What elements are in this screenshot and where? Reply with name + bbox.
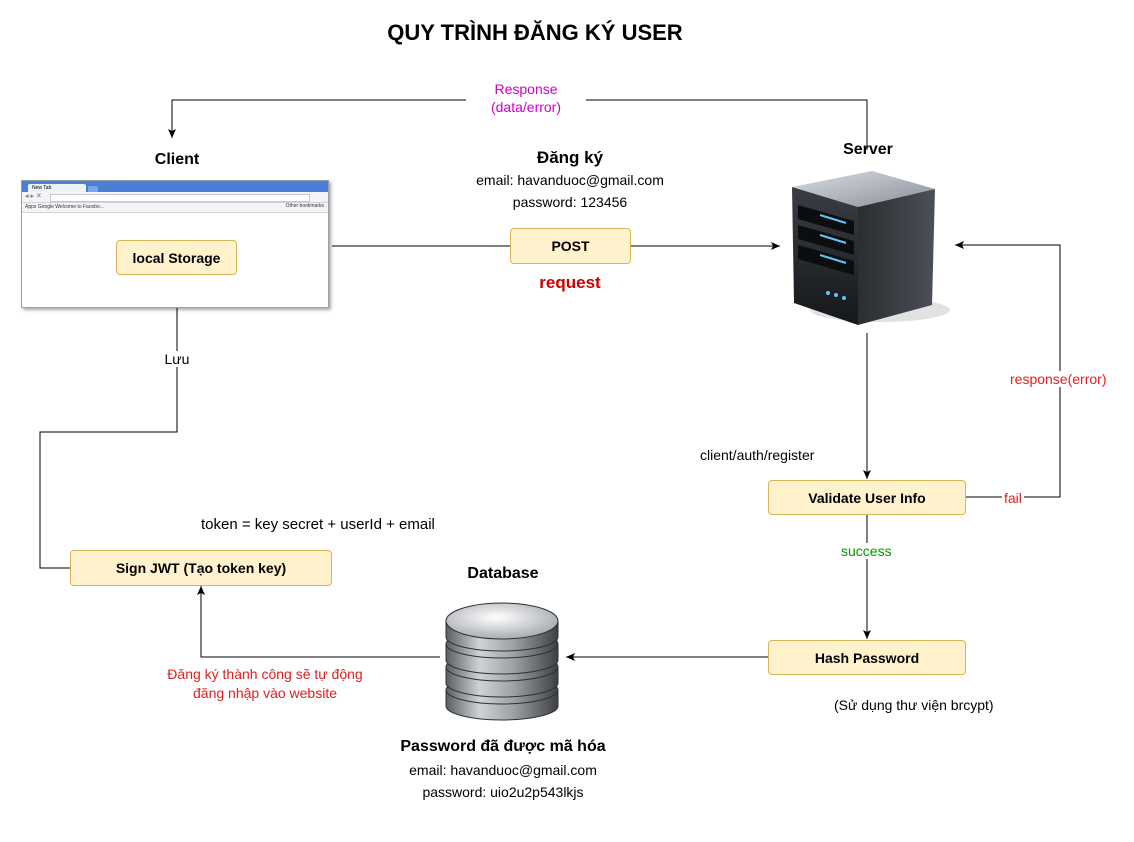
response-error-label: response(error): [1008, 371, 1109, 387]
register-heading: Đăng ký: [536, 148, 604, 167]
register-email: email: havanduoc@gmail.com: [476, 172, 664, 188]
save-label: Lưu: [160, 351, 194, 367]
token-formula: token = key secret + userId + email: [201, 516, 435, 533]
local-storage-box: local Storage: [116, 240, 237, 275]
jwt-to-storage-arrow: [39, 276, 181, 569]
browser-tabbar: New Tab: [22, 181, 328, 192]
database-icon: [445, 602, 559, 721]
page-title: QUY TRÌNH ĐĂNG KÝ USER: [387, 20, 683, 45]
auto-login-line1: Đăng ký thành công sẽ tự động: [167, 666, 363, 682]
browser-tab: New Tab: [28, 184, 86, 192]
auto-login-line2: đăng nhập vào website: [193, 685, 337, 701]
success-label: success: [839, 543, 894, 559]
route-label: client/auth/register: [700, 447, 815, 463]
browser-urlbar: [50, 194, 310, 202]
database-to-jwt-arrow: [197, 586, 440, 658]
hash-box: Hash Password: [768, 640, 966, 675]
database-label: Database: [467, 565, 539, 582]
fail-label: fail: [1002, 490, 1024, 506]
database-stored-heading: Password đã được mã hóa: [400, 738, 606, 755]
client-label: Client: [154, 151, 200, 168]
browser-nav-icons: ◂ ▸ ✕: [25, 193, 42, 200]
server-label: Server: [843, 141, 893, 158]
request-label: request: [539, 273, 601, 292]
database-password: password: uio2u2p543lkjs: [422, 784, 584, 800]
browser-other-bookmarks: Other bookmarks: [285, 203, 324, 209]
register-password: password: 123456: [512, 194, 628, 210]
browser-new-tab: [88, 186, 98, 192]
browser-bookmarks: Apps Google Welcome to Facebo...: [22, 203, 328, 213]
response-label: Response (data/error): [466, 80, 586, 116]
browser-toolbar: ◂ ▸ ✕: [22, 192, 328, 203]
post-box: POST: [510, 228, 631, 264]
auto-login-note: Đăng ký thành công sẽ tự động đăng nhập …: [140, 665, 390, 703]
server-icon: [792, 171, 950, 325]
database-email: email: havanduoc@gmail.com: [409, 762, 597, 778]
response-line2: (data/error): [490, 99, 562, 115]
response-line1: Response: [494, 81, 558, 97]
sign-jwt-box: Sign JWT (Tạo token key): [70, 550, 332, 586]
bcrypt-note: (Sử dụng thư viện brcypt): [834, 697, 994, 713]
validate-box: Validate User Info: [768, 480, 966, 515]
